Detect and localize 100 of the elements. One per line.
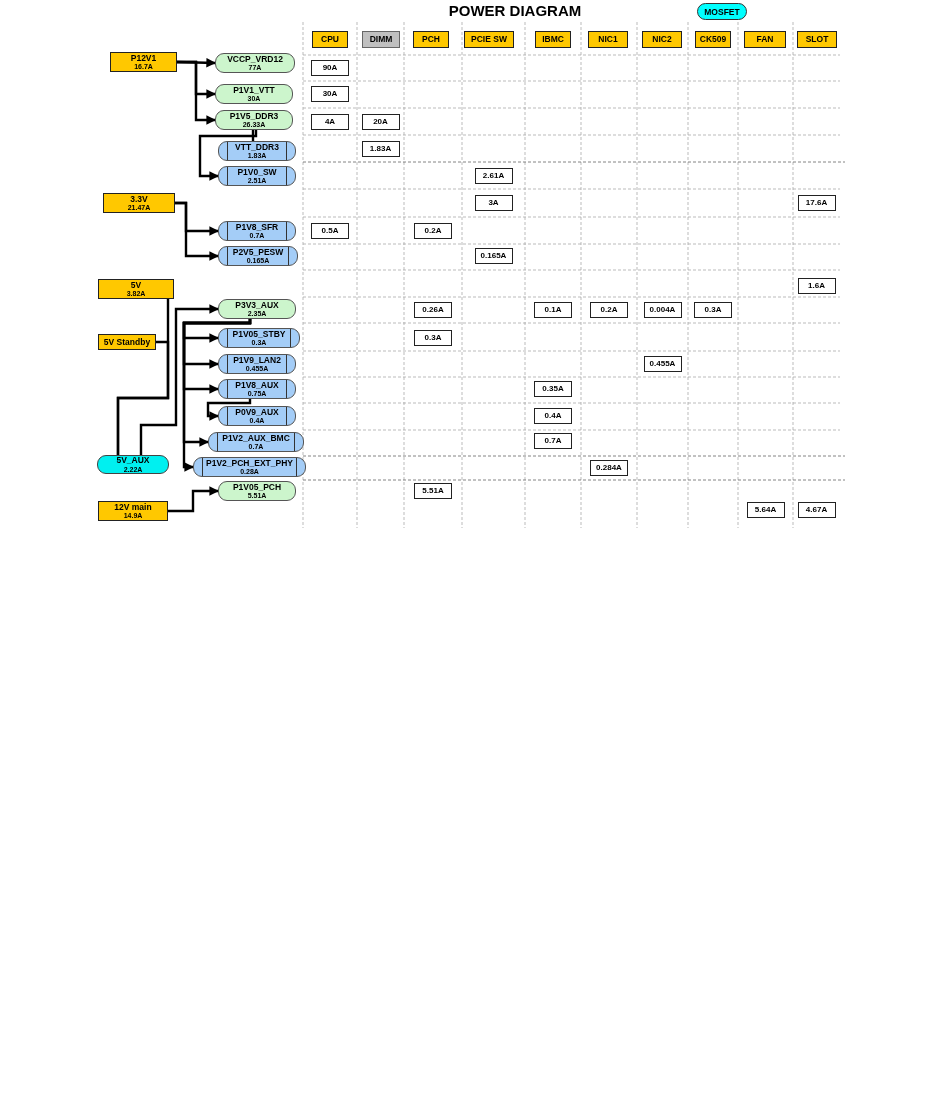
rail-name: P3V3_AUX: [235, 300, 279, 310]
current-box: [534, 381, 572, 397]
rail-name: P1V1_VTT: [233, 85, 275, 95]
current-box: [414, 483, 452, 499]
regulator-pill: [215, 84, 293, 104]
load-name: IBMC: [542, 35, 564, 44]
ldo-pill: [218, 379, 296, 399]
current-value: 0.4A: [544, 412, 562, 420]
current-value: 0.35A: [542, 385, 564, 393]
rail-name: 5V_AUX: [116, 456, 150, 465]
load-header-box: [695, 31, 731, 48]
current-value: 90A: [322, 64, 338, 72]
load-name: PCIE SW: [471, 35, 507, 44]
arrow: [139, 304, 219, 455]
load-header-box: [464, 31, 514, 48]
load-header-box: [744, 31, 786, 48]
load-name: FAN: [756, 35, 774, 44]
rail-name: P1V2_PCH_EXT_PHY: [206, 458, 293, 468]
load-header-box: [312, 31, 348, 48]
current-value: 5.51A: [422, 487, 444, 495]
current-box: [797, 502, 836, 518]
load-header-box: [535, 31, 571, 48]
rail-name: P0V9_AUX: [235, 407, 279, 417]
rail-name: P1V9_LAN2: [233, 355, 281, 365]
current-value: 20A: [373, 118, 388, 126]
current-box: [361, 114, 400, 130]
current-value: 0.7A: [544, 437, 562, 445]
current-value: 0.2A: [600, 306, 618, 314]
current-value: 4A: [324, 118, 336, 126]
current-box: [643, 356, 682, 372]
load-header-box: [642, 31, 682, 48]
rail-name: 5V: [130, 280, 142, 290]
current-value: 5.64A: [754, 506, 777, 514]
current-box: [414, 223, 452, 239]
rail-name: P1V8_AUX: [235, 380, 279, 390]
current-value: 30A: [322, 90, 338, 98]
ldo-pill: [218, 354, 296, 374]
arrow: [182, 319, 252, 472]
current-value: 2.61A: [482, 172, 505, 180]
diagram-title: POWER DIAGRAM: [447, 2, 583, 19]
current-box: [643, 302, 682, 318]
arrow: [198, 130, 258, 181]
current-box: [474, 168, 513, 184]
mosfet-pill: [97, 455, 169, 474]
current-box: [746, 502, 785, 518]
rail-name: P1V5_DDR3: [229, 111, 279, 121]
current-value: 0.004A: [649, 306, 676, 314]
current-value: 1.6A: [808, 282, 825, 290]
load-name: SLOT: [805, 35, 829, 44]
current-value: 0.1A: [544, 306, 562, 314]
power-source-box: [98, 279, 174, 299]
current-box: [311, 60, 349, 76]
current-box: [311, 223, 349, 239]
rail-name: 3.3V: [130, 194, 148, 204]
regulator-pill: [218, 299, 296, 319]
rail-name: P1V05_PCH: [232, 482, 282, 492]
rail-name: P2V5_PESW: [232, 247, 284, 257]
current-box: [590, 302, 628, 318]
regulator-pill: [215, 53, 295, 73]
rail-name: P1V0_SW: [237, 167, 277, 177]
rail-name: 5V Standby: [103, 337, 151, 347]
current-value: 4.67A: [805, 506, 828, 514]
load-name: CPU: [321, 35, 339, 44]
current-box: [797, 278, 836, 294]
current-value: 3A: [488, 199, 499, 207]
load-name: CK509: [699, 35, 727, 44]
current-value: 0.3A: [704, 306, 722, 314]
current-box: [694, 302, 732, 318]
rail-name: 12V main: [114, 502, 152, 512]
current-value: 0.165A: [480, 252, 507, 260]
ldo-pill: [218, 221, 296, 241]
power-source-box: [98, 334, 156, 350]
rail-name: P1V05_STBY: [232, 329, 286, 339]
arrow: [177, 60, 216, 125]
current-box: [534, 302, 572, 318]
load-header-box: [797, 31, 837, 48]
arrow: [206, 399, 252, 421]
current-value: 0.284A: [596, 464, 622, 472]
current-value: 0.26A: [422, 306, 444, 314]
load-name: DIMM: [369, 35, 393, 44]
current-value: 0.2A: [424, 227, 442, 235]
current-value: 0.5A: [321, 227, 339, 235]
current-box: [534, 433, 572, 449]
arrow: [175, 201, 219, 261]
legend-label: MOSFET: [703, 7, 741, 17]
current-box: [361, 141, 400, 157]
connector-line: [116, 340, 170, 455]
current-box: [534, 408, 572, 424]
regulator-pill: [218, 481, 296, 501]
ldo-pill: [218, 328, 300, 348]
power-source-box: [98, 501, 168, 521]
ldo-pill: [208, 432, 304, 452]
load-name: NIC2: [652, 35, 672, 44]
rail-name: P1V8_SFR: [235, 222, 279, 232]
current-value: 17.6A: [805, 199, 828, 207]
ldo-pill: [193, 457, 306, 477]
current-box: [474, 195, 513, 211]
rail-name: P12V1: [130, 53, 157, 63]
ldo-pill: [218, 166, 296, 186]
load-header-box: [413, 31, 449, 48]
